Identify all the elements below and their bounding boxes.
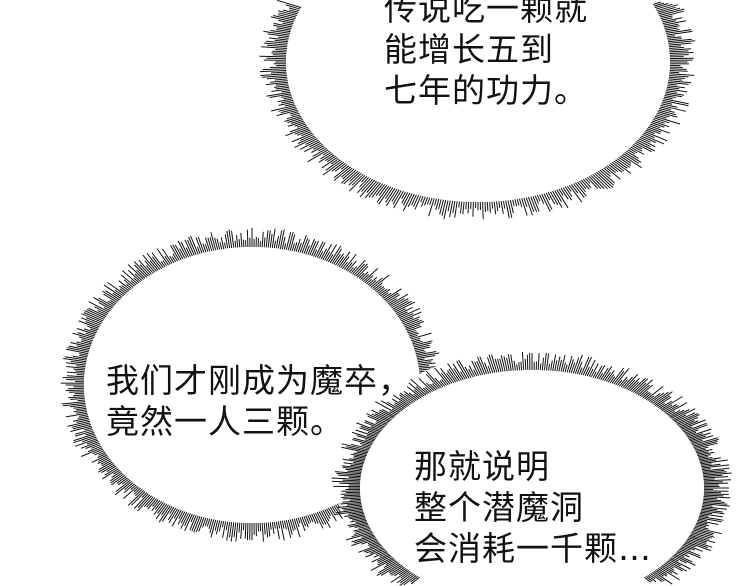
speech-bubble-right-text: 那就说明 整个潜魔洞 会消耗一千颗… xyxy=(414,446,652,569)
text-line: 传说吃一颗就 xyxy=(384,0,588,28)
text-line: 会消耗一千颗… xyxy=(414,529,652,568)
speech-bubble-top xyxy=(259,0,696,224)
text-line: 能增长五到 xyxy=(384,30,554,69)
text-line: 七年的功力。 xyxy=(384,71,588,110)
speech-bubble-right xyxy=(331,348,732,586)
text-line: 我们才刚成为魔卒， xyxy=(106,361,412,400)
text-line: 竟然一人三颗。 xyxy=(106,402,344,441)
speech-bubble-top-text: 传说吃一颗就 能增长五到 七年的功力。 xyxy=(384,0,588,111)
text-line: 整个潜魔洞 xyxy=(414,488,584,527)
text-line: 那就说明 xyxy=(414,447,550,486)
speech-bubble-left-text: 我们才刚成为魔卒， 竟然一人三颗。 xyxy=(106,360,412,442)
